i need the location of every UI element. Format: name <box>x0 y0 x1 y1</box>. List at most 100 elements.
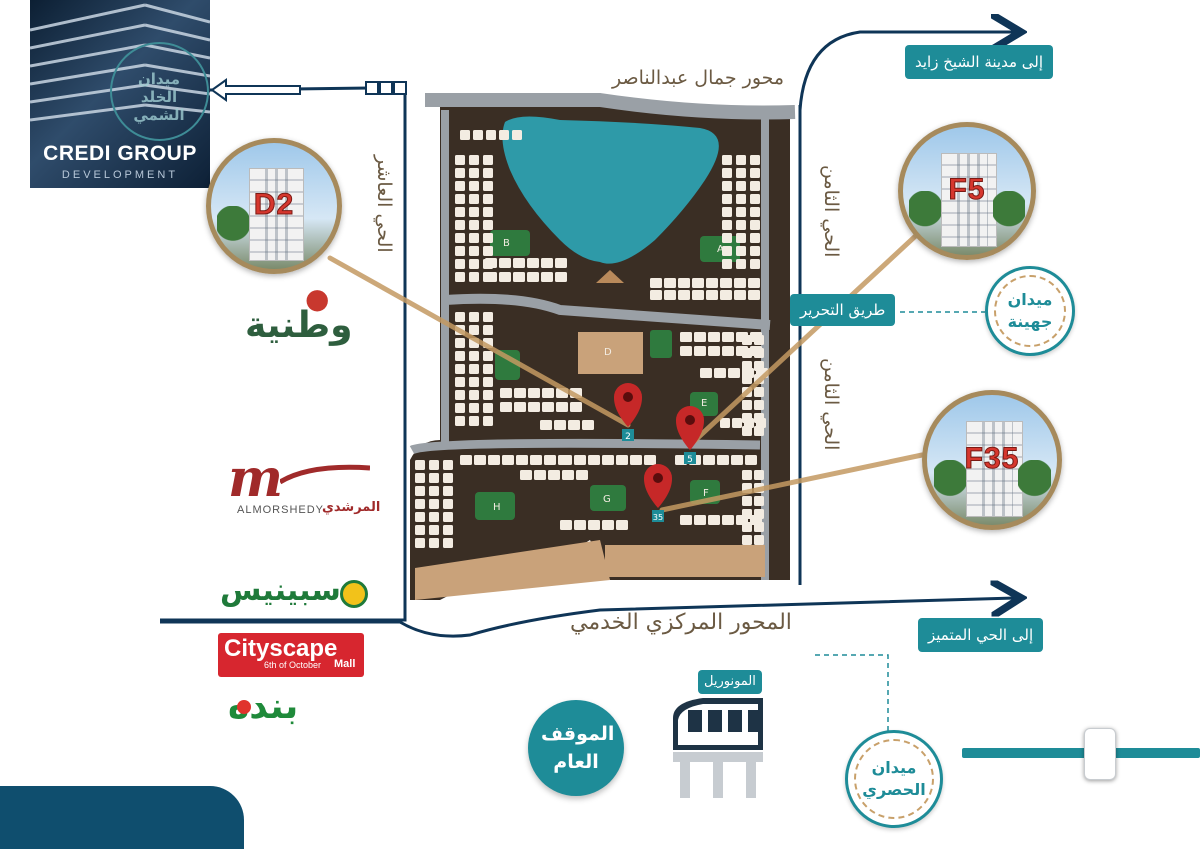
pin-f35[interactable]: 35 <box>644 464 672 522</box>
pin-d2[interactable]: 2 <box>614 383 642 442</box>
unit-block <box>415 499 425 509</box>
unit-block <box>582 420 594 430</box>
unit-block <box>750 207 760 217</box>
unit-block <box>415 512 425 522</box>
logo-watermark-circle <box>110 42 209 141</box>
unit-block <box>742 522 752 532</box>
bus-station-badge: الموقف العام <box>528 700 624 796</box>
unit-block <box>616 455 628 465</box>
unit-block <box>754 509 764 519</box>
unit-block <box>750 259 760 269</box>
unit-block <box>483 325 493 335</box>
unit-block <box>555 272 567 282</box>
unit-block <box>542 388 554 398</box>
unit-block <box>455 246 465 256</box>
unit-block <box>500 388 512 398</box>
unit-block <box>415 473 425 483</box>
unit-photo-f5[interactable]: F5 <box>898 122 1036 260</box>
unit-block <box>650 278 662 288</box>
unit-block <box>742 361 752 371</box>
unit-block <box>415 525 425 535</box>
unit-block <box>443 512 453 522</box>
unit-block <box>429 538 439 548</box>
road-label-top-axis: محور جمال عبدالناصر <box>612 67 785 89</box>
unit-block <box>722 155 732 165</box>
unit-block <box>750 220 760 230</box>
unit-block <box>469 325 479 335</box>
unit-block <box>528 402 540 412</box>
unit-block <box>455 403 465 413</box>
unit-block <box>488 455 500 465</box>
palm-tree-icon <box>933 460 966 519</box>
unit-block <box>483 390 493 400</box>
unit-block <box>703 455 715 465</box>
unit-block <box>742 348 752 358</box>
unit-block <box>483 351 493 361</box>
unit-block <box>455 181 465 191</box>
unit-block <box>736 155 746 165</box>
building-image <box>941 152 998 247</box>
unit-block <box>474 455 486 465</box>
unit-block <box>708 515 720 525</box>
unit-block <box>469 168 479 178</box>
tag-tahrir-road: طريق التحرير <box>790 294 896 326</box>
unit-block <box>469 220 479 230</box>
unit-block <box>680 515 692 525</box>
zone-letters: A B D E F G H <box>493 238 724 513</box>
unit-block <box>706 278 718 288</box>
unit-block <box>728 368 740 378</box>
pin-f5[interactable]: 5 <box>676 406 704 465</box>
unit-block <box>720 278 732 288</box>
unit-block <box>742 413 752 423</box>
unit-block <box>443 525 453 535</box>
unit-block <box>722 181 732 191</box>
unit-block <box>754 522 764 532</box>
west-arrow <box>210 78 407 102</box>
unit-block <box>754 361 764 371</box>
unit-block <box>731 455 743 465</box>
unit-block <box>722 168 732 178</box>
unit-block <box>555 258 567 268</box>
unit-block <box>530 455 542 465</box>
unit-block <box>548 470 560 480</box>
unit-block <box>520 470 532 480</box>
tag-to-sheikh-zayed: إلى مدينة الشيخ زايد <box>905 45 1053 79</box>
unit-block <box>576 470 588 480</box>
unit-block <box>754 496 764 506</box>
unit-block <box>469 181 479 191</box>
juhayna-square-circle: ميدان جهينة <box>985 266 1075 356</box>
slider-thumb[interactable] <box>1084 728 1116 780</box>
unit-block <box>541 272 553 282</box>
unit-block <box>443 499 453 509</box>
unit-block <box>483 364 493 374</box>
slider-track[interactable] <box>962 748 1200 758</box>
unit-pins[interactable]: 2 5 35 <box>614 383 704 522</box>
unit-block <box>736 168 746 178</box>
almorshedy-logo-mark: m <box>228 448 284 509</box>
unit-block <box>750 155 760 165</box>
unit-block <box>734 290 746 300</box>
unit-block <box>499 130 509 140</box>
unit-block <box>700 368 712 378</box>
unit-block <box>750 194 760 204</box>
unit-block <box>708 332 720 342</box>
unit-block <box>732 418 742 428</box>
unit-photo-f35[interactable]: F35 <box>922 390 1062 530</box>
unit-block <box>469 377 479 387</box>
unit-block <box>734 278 746 288</box>
unit-block <box>560 520 572 530</box>
unit-block <box>469 416 479 426</box>
unit-block <box>455 207 465 217</box>
unit-photo-d2[interactable]: D2 <box>206 138 342 274</box>
unit-block <box>588 520 600 530</box>
unit-block <box>664 278 676 288</box>
zone-label: A <box>717 244 724 255</box>
unit-block <box>528 388 540 398</box>
road-label-right-district-bottom: الحي الثامن <box>820 358 842 451</box>
unit-block <box>754 387 764 397</box>
unit-block <box>534 470 546 480</box>
palm-tree-icon <box>992 191 1025 249</box>
unit-block <box>694 346 706 356</box>
unit-block <box>455 259 465 269</box>
unit-block <box>429 486 439 496</box>
